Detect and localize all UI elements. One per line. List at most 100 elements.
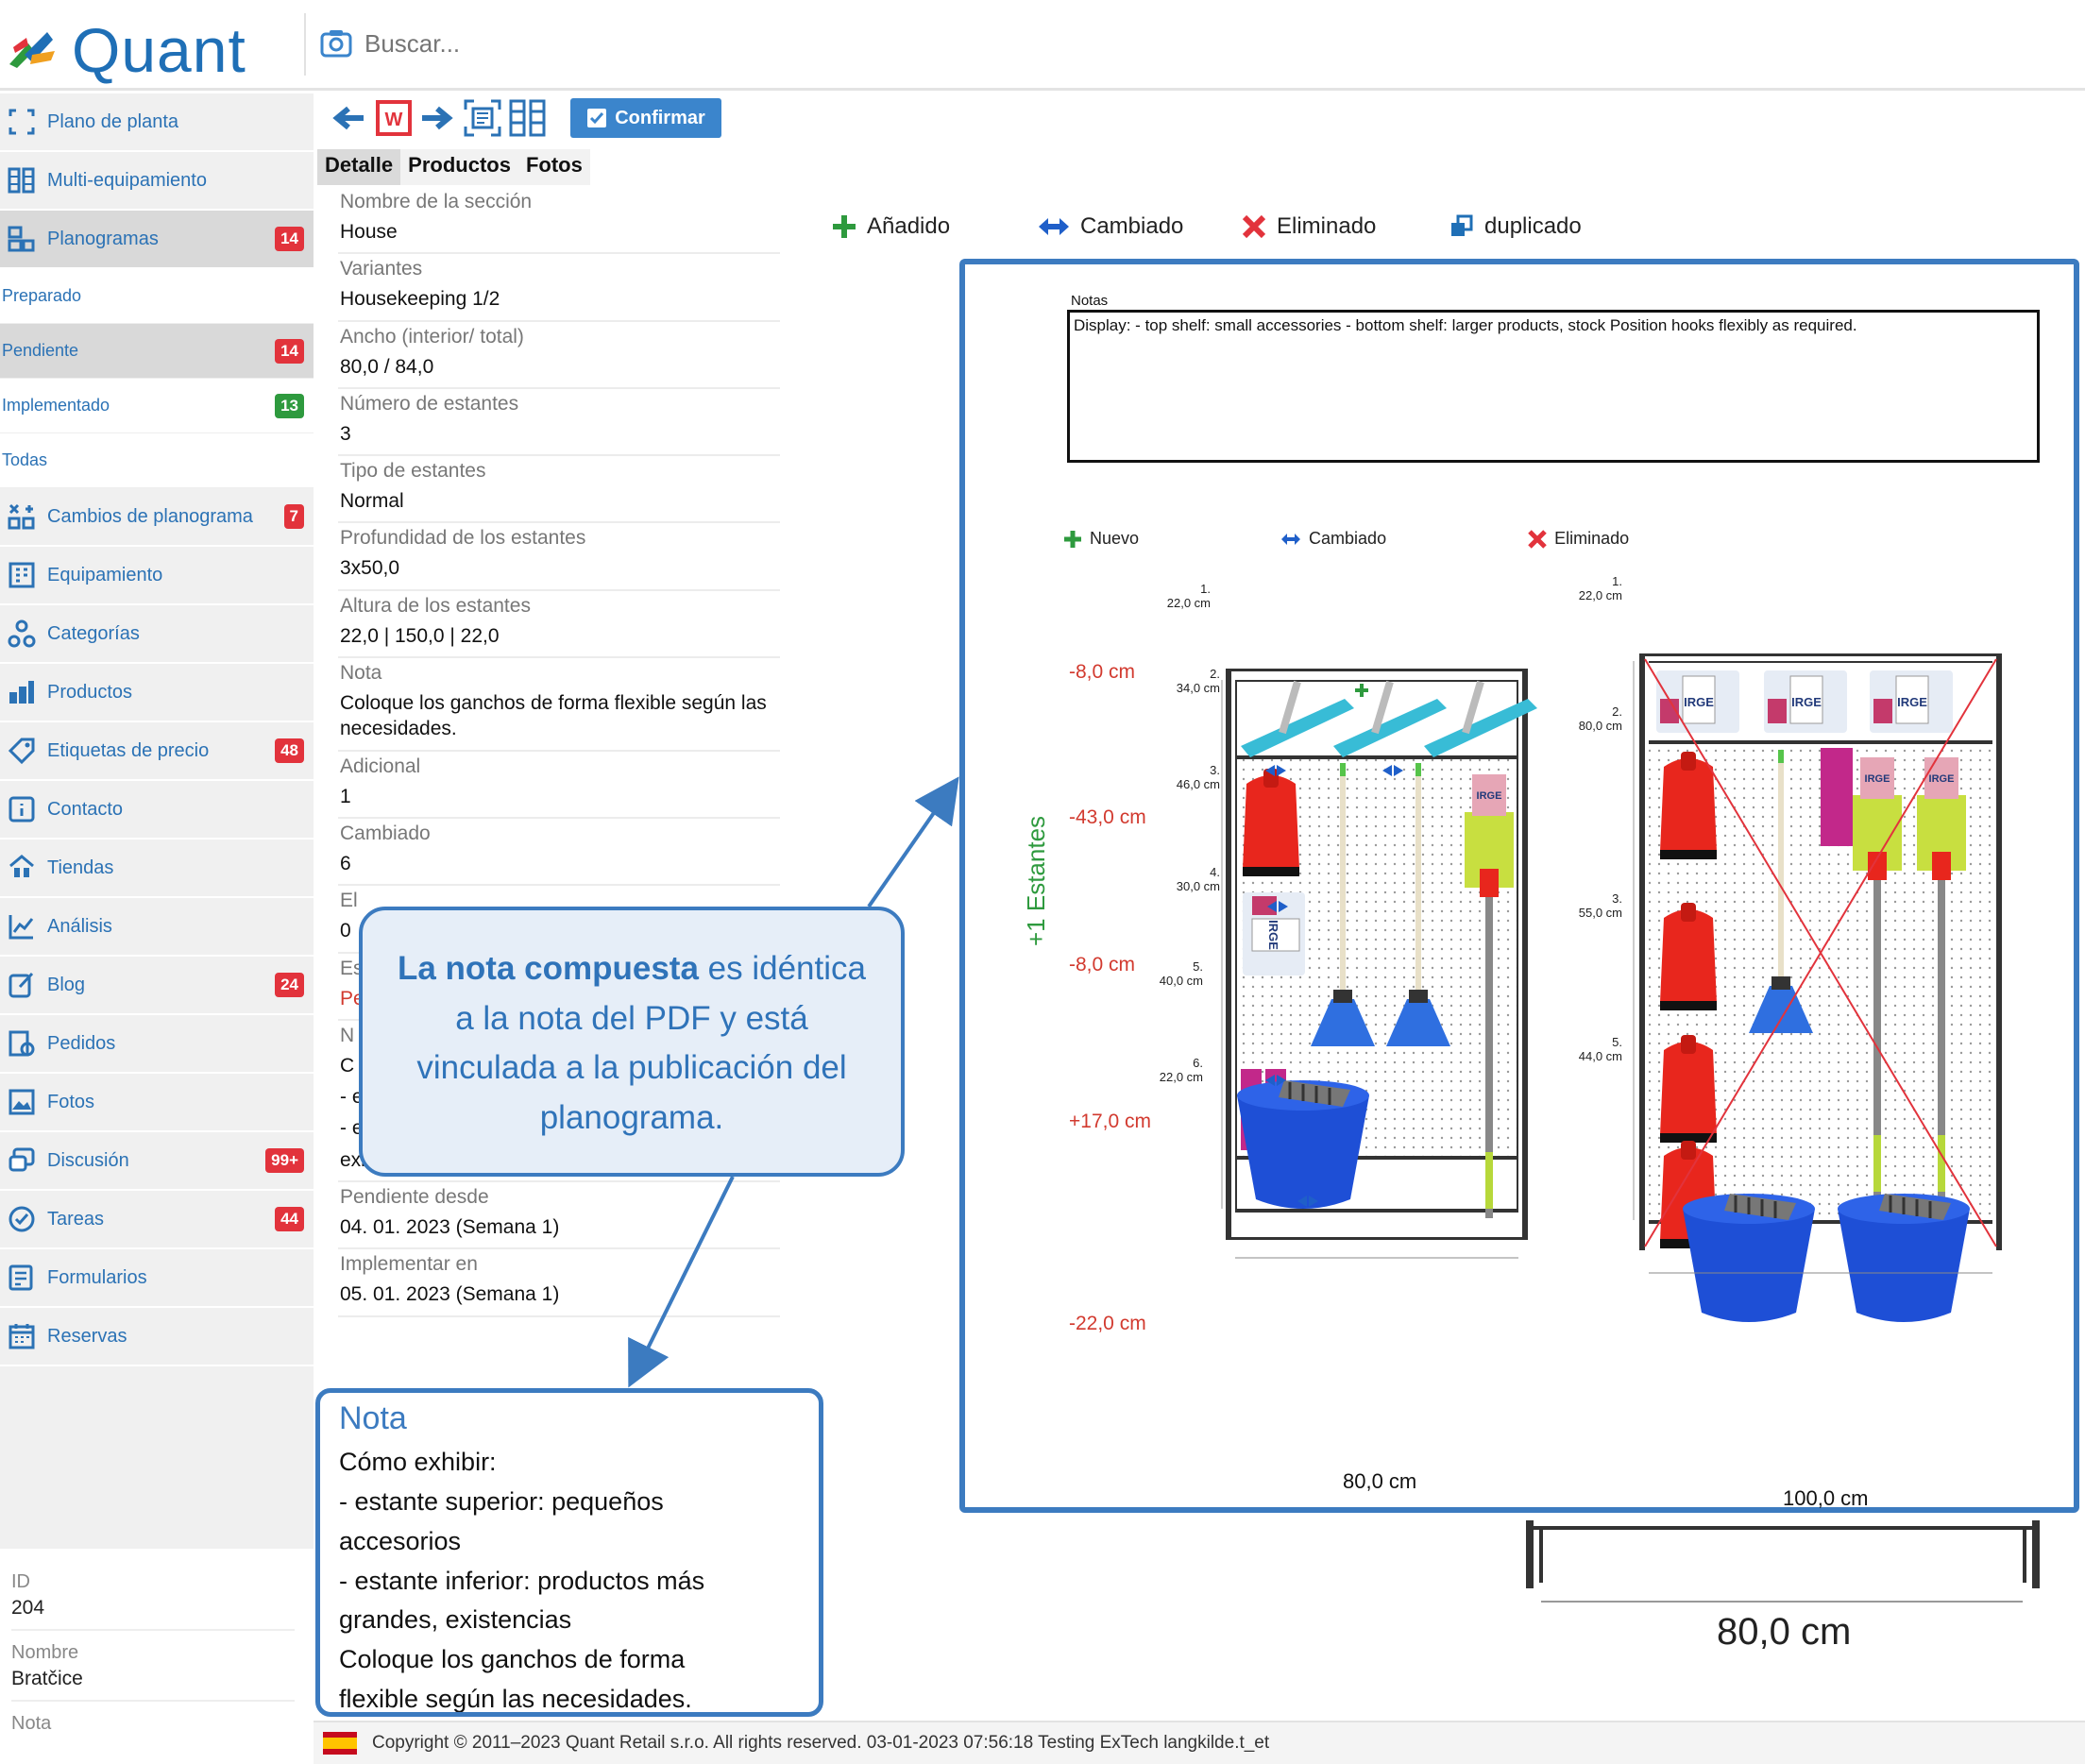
tab-detalle[interactable]: Detalle	[317, 149, 401, 185]
info-name-label: Nombre	[11, 1642, 79, 1663]
search-input[interactable]	[364, 28, 704, 59]
plus-icon	[833, 215, 856, 238]
count-badge: 44	[275, 1207, 304, 1231]
legend-label: Eliminado	[1554, 529, 1630, 548]
legend-removed: Eliminado	[1241, 213, 1449, 240]
field-label: Nombre de la sección	[340, 191, 533, 212]
sidebar-item-formularios[interactable]: Formularios	[0, 1249, 314, 1308]
spain-flag-icon[interactable]	[323, 1732, 357, 1755]
sidebar-item-tiendas[interactable]: Tiendas	[0, 840, 314, 898]
equipment-icon	[4, 557, 40, 593]
note-line: - estante superior: pequeños	[339, 1486, 664, 1516]
sidebar-item-reservas[interactable]: Reservas	[0, 1308, 314, 1366]
right-shelf-label: 2.80,0 cm	[1513, 704, 1622, 733]
forward-arrow-icon[interactable]	[415, 96, 459, 140]
sidebar-item-label: Productos	[47, 681, 133, 703]
sidebar-item-categorias[interactable]: Categorías	[0, 605, 314, 664]
sidebar-item-analisis[interactable]: Análisis	[0, 898, 314, 957]
fit-screen-icon[interactable]	[461, 96, 504, 140]
legend-label: Cambiado	[1309, 529, 1387, 548]
camera-icon[interactable]	[319, 27, 353, 59]
tab-productos[interactable]: Productos	[400, 149, 518, 185]
note-line: grandes, existencias	[339, 1605, 572, 1635]
pdf-legend-removed: Eliminado	[1528, 529, 1629, 549]
note-title: Nota	[339, 1400, 407, 1436]
callout-bold: La nota compuesta	[397, 950, 699, 987]
tab-fotos[interactable]: Fotos	[517, 149, 590, 185]
word-export-icon[interactable]: W	[372, 96, 415, 140]
left-shelf-label: 4.30,0 cm	[1116, 865, 1220, 893]
discussion-icon	[4, 1143, 40, 1179]
back-arrow-icon[interactable]	[327, 96, 370, 140]
blog-icon	[4, 967, 40, 1003]
price-tag-icon	[4, 733, 40, 769]
gondola-base-drawing	[1526, 1520, 2040, 1603]
reservations-icon	[4, 1318, 40, 1354]
pdf-legend-changed: Cambiado	[1280, 529, 1386, 549]
layout-compare-icon[interactable]	[506, 96, 550, 140]
field-value: Pe	[340, 987, 364, 1009]
field-value: 04. 01. 2023 (Semana 1)	[340, 1216, 560, 1239]
forms-icon	[4, 1260, 40, 1296]
field-value: C	[340, 1054, 355, 1077]
plus-icon	[1064, 530, 1081, 548]
field-label: Implementar en	[340, 1253, 478, 1276]
sidebar-item-plano-de-planta[interactable]: Plano de planta	[0, 93, 314, 152]
field-value: 6	[340, 852, 351, 874]
planogram-filter-preparado[interactable]: Preparado	[0, 269, 314, 324]
left-gondola	[1226, 669, 1537, 1259]
right-shelf-label: 3.55,0 cm	[1513, 891, 1622, 920]
sidebar-item-pedidos[interactable]: Pedidos	[0, 1015, 314, 1074]
field-value: 0	[340, 920, 351, 942]
left-width-label: 80,0 cm	[1343, 1469, 1417, 1493]
count-badge: 13	[275, 393, 304, 418]
shelf-height: 55,0 cm	[1578, 906, 1622, 920]
field-value: 1	[340, 785, 351, 807]
field-value: Housekeeping 1/2	[340, 288, 500, 311]
shelf-number: 6.	[1193, 1056, 1203, 1070]
field-label: Adicional	[340, 755, 421, 777]
legend-label: Eliminado	[1277, 213, 1377, 239]
confirm-button[interactable]: Confirmar	[570, 98, 721, 138]
info-name-value: Bratčice	[11, 1668, 295, 1702]
detail-note-line: - e	[340, 1086, 364, 1109]
checkbox-icon	[587, 109, 607, 127]
note-line: - estante inferior: productos más	[339, 1566, 705, 1595]
sidebar-item-productos[interactable]: Productos	[0, 664, 314, 722]
sidebar-item-contacto[interactable]: Contacto	[0, 781, 314, 840]
field-label: Profundidad de los estantes	[340, 527, 586, 550]
sidebar-item-equipamiento[interactable]: Equipamiento	[0, 547, 314, 605]
planogram-filter-todas[interactable]: Todas	[0, 433, 314, 488]
planogram-icon	[4, 221, 40, 257]
sidebar-item-label: Equipamiento	[47, 564, 163, 585]
field-label: Pendiente desde	[340, 1186, 489, 1209]
toolbar: W Confirmar	[317, 91, 2085, 149]
copyright-text: Copyright © 2011–2023 Quant Retail s.r.o…	[372, 1733, 1270, 1753]
field-label: Ancho (interior/ total)	[340, 325, 524, 348]
sidebar-item-multi-equipamiento[interactable]: Multi-equipamiento	[0, 152, 314, 211]
shelf-number: 3.	[1612, 891, 1622, 906]
sidebar-item-label: Análisis	[47, 915, 112, 937]
info-id-label: ID	[11, 1571, 30, 1592]
pdf-legend-new: Nuevo	[1063, 529, 1139, 549]
app-logo[interactable]: Quant	[6, 15, 289, 85]
sidebar-item-fotos[interactable]: Fotos	[0, 1074, 314, 1132]
pdf-notes-label: Notas	[1071, 293, 1109, 309]
note-line: accesorios	[339, 1526, 462, 1555]
change-legend: Añadido Cambiado Eliminado duplicado	[831, 210, 1756, 244]
planogram-changes-icon	[4, 499, 40, 534]
search-bar[interactable]	[319, 23, 716, 64]
